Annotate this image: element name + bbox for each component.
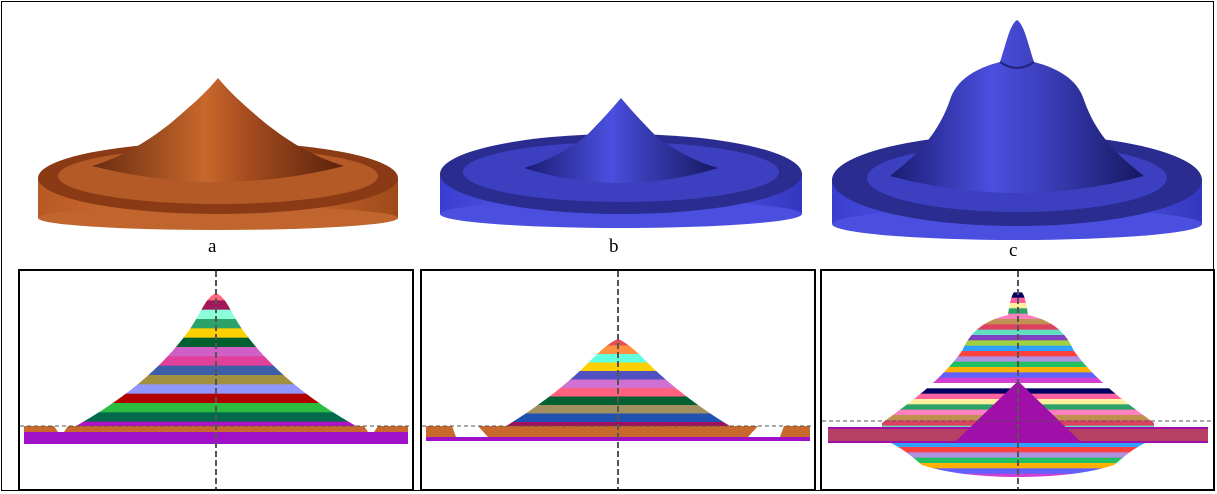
section-panel-b — [420, 269, 816, 491]
stripe-layer — [76, 328, 356, 339]
section-c-svg — [822, 271, 1213, 489]
stripe-layer — [488, 354, 748, 363]
label-c: c — [1009, 240, 1018, 261]
stripe-layer — [882, 473, 1154, 477]
section-a-svg — [20, 271, 412, 489]
stripe-layer — [882, 367, 1154, 373]
render-b-blue-cone — [440, 98, 802, 228]
stripe-layer — [882, 447, 1154, 453]
section-panel-c — [820, 269, 1215, 491]
render-a-copper-cone — [38, 78, 398, 230]
stripe-layer — [76, 319, 356, 329]
stripe-layer — [76, 300, 356, 311]
section-b-svg — [422, 271, 814, 489]
stripe-layer — [488, 339, 748, 346]
stripe-layer — [882, 303, 1154, 309]
stripe-layer — [76, 309, 356, 320]
label-a: a — [208, 236, 217, 257]
render-c-tall-blue-cone — [832, 20, 1202, 240]
stripe-layer — [76, 347, 356, 357]
stripe-layer — [76, 337, 356, 348]
stripe-layer — [882, 356, 1154, 363]
section-panel-a — [18, 269, 414, 491]
stripe-layer — [882, 329, 1154, 336]
stripe-layer — [76, 421, 356, 426]
stripe-layer — [76, 293, 356, 301]
stripe-layer — [488, 345, 748, 355]
label-b: b — [609, 236, 619, 257]
stripe-layer — [882, 292, 1154, 299]
stripe-layer — [488, 362, 748, 372]
